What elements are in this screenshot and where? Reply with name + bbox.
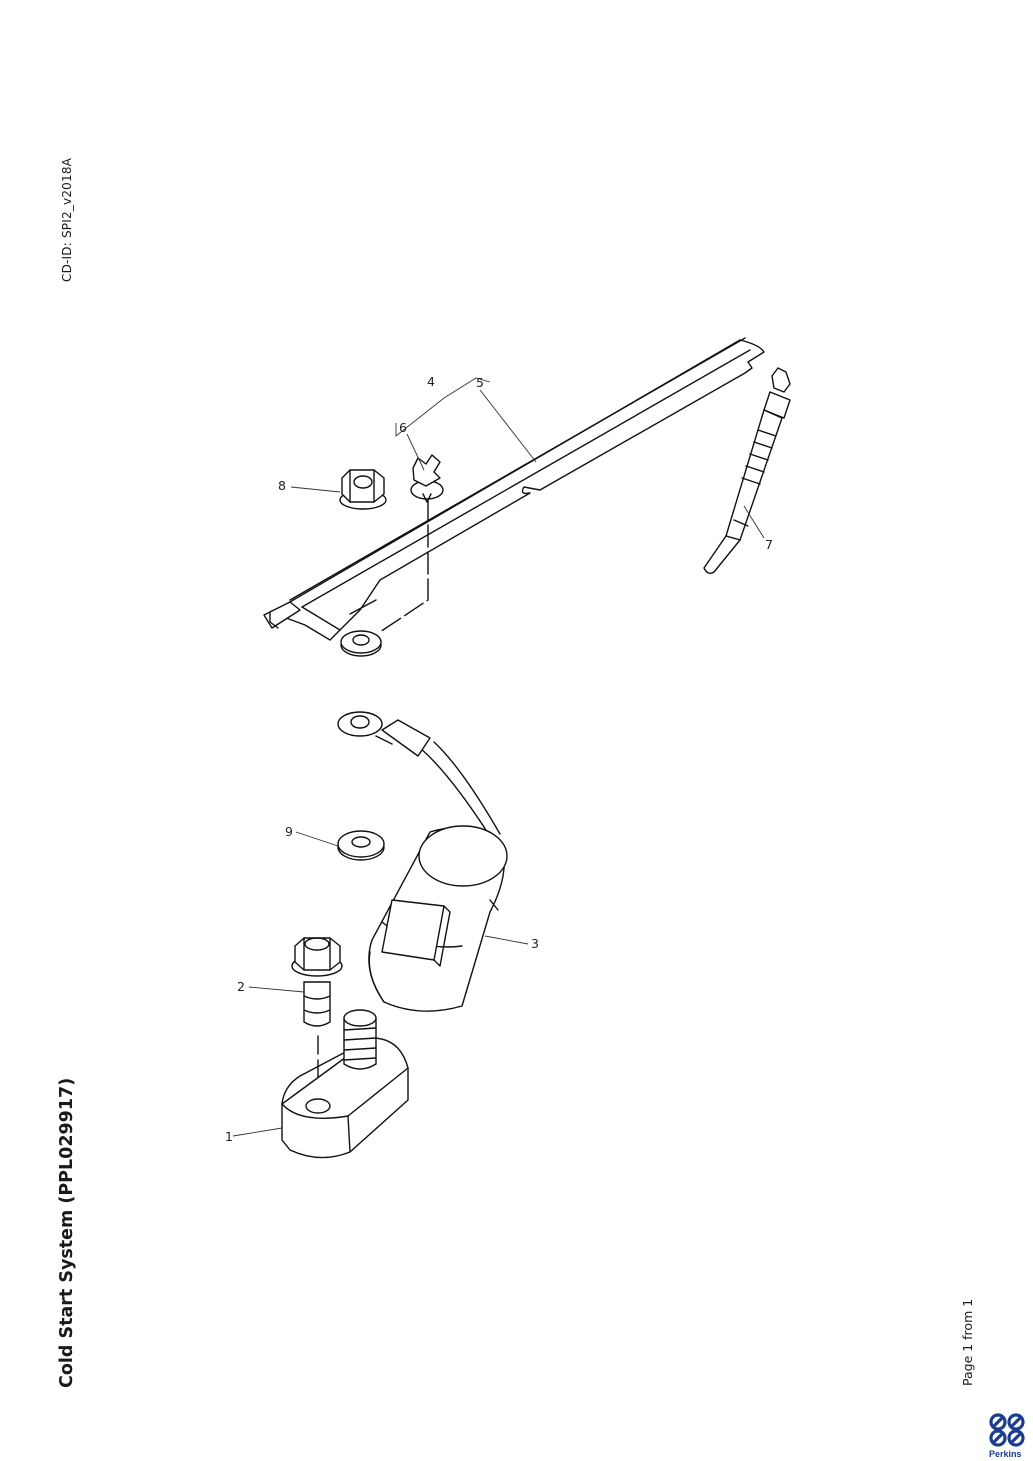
callout-4: 4 [427, 374, 435, 389]
callout-5: 5 [476, 375, 484, 390]
callout-6: 6 [399, 420, 407, 435]
flange-bolt [291, 937, 343, 1027]
bus-bar-washer [340, 630, 382, 657]
push-on-nut [410, 454, 444, 503]
callout-2: 2 [237, 979, 245, 994]
flange-nut [339, 469, 387, 510]
brand-name: Perkins [989, 1449, 1022, 1459]
bus-bar [263, 337, 765, 641]
perkins-logo [989, 1413, 1025, 1447]
glow-plug [703, 367, 791, 575]
callout-3: 3 [531, 936, 539, 951]
cable-lead [337, 711, 501, 835]
callout-1: 1 [225, 1129, 233, 1144]
relay-cylinder [368, 825, 508, 1012]
callout-7: 7 [765, 537, 773, 552]
callout-8: 8 [278, 478, 286, 493]
washer [337, 830, 385, 861]
mounting-bracket [281, 1009, 409, 1159]
callout-9: 9 [285, 824, 293, 839]
